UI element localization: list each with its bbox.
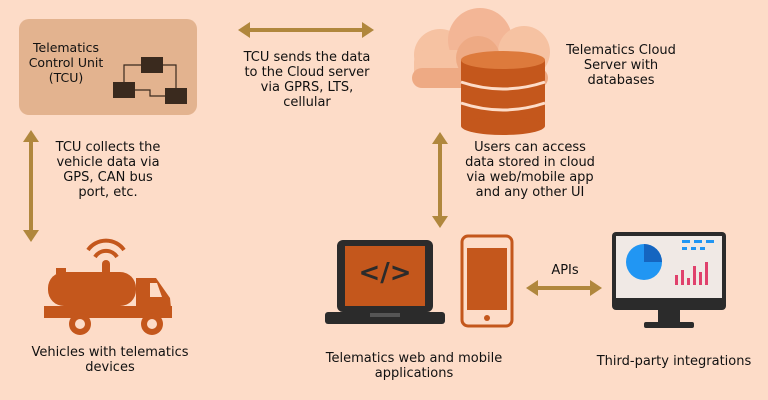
tcu-label-line: (TCU): [48, 70, 84, 85]
apis-label: APIs: [540, 263, 590, 278]
tcu-box: [19, 19, 197, 115]
bar-chart-icon: [675, 262, 708, 285]
arrow-apis: [526, 280, 602, 296]
users-access-label-line: Users can access: [474, 140, 586, 155]
tcu-collects-label-line: TCU collects the: [55, 140, 161, 155]
tcu-sends-label-line: via GPRS, LTS,: [260, 80, 354, 95]
vehicles-label-line: Vehicles with telematics: [31, 345, 189, 360]
tcu-collects-label-line: GPS, CAN bus: [63, 170, 153, 185]
tcu-sends-label-line: cellular: [283, 95, 331, 110]
apps-label-line: applications: [374, 366, 454, 381]
circuit-icon: [113, 57, 187, 104]
arrow-cloud-apps: [432, 132, 448, 228]
monitor-icon: [612, 232, 726, 328]
arrow-tcu-cloud: [238, 22, 374, 38]
database-icon: [460, 51, 546, 135]
tcu-collects-label-line: vehicle data via: [56, 155, 160, 170]
laptop-icon: [325, 240, 445, 324]
code-icon: </>: [358, 258, 412, 288]
users-access-label-line: and any other UI: [475, 185, 585, 200]
third-party-label-line: Third-party integrations: [596, 354, 752, 369]
tcu-label-line: Control Unit: [28, 55, 104, 70]
phone-icon: [460, 234, 514, 328]
cloud-label-line: Server with: [583, 58, 659, 73]
users-access-label-line: via web/mobile app: [466, 170, 594, 185]
users-access-label-line: data stored in cloud: [465, 155, 595, 170]
arrow-tcu-vehicle: [23, 130, 39, 242]
tcu-sends-label-line: to the Cloud server: [244, 65, 370, 80]
truck-icon: [44, 238, 172, 335]
wifi-signal-icon: [86, 238, 126, 252]
tcu-label-line: Telematics: [33, 40, 99, 55]
tcu-collects-label-line: port, etc.: [78, 185, 138, 200]
vehicles-label-line: devices: [85, 360, 135, 375]
pie-chart-icon: [626, 244, 662, 280]
apps-label-line: Telematics web and mobile: [325, 351, 503, 366]
cloud-label-line: databases: [587, 73, 655, 88]
apis-label-line: APIs: [551, 263, 579, 278]
third-party-label: Third-party integrations: [584, 354, 764, 369]
cloud-label-line: Telematics Cloud: [566, 43, 676, 58]
tcu-sends-label-line: TCU sends the data: [243, 50, 371, 65]
